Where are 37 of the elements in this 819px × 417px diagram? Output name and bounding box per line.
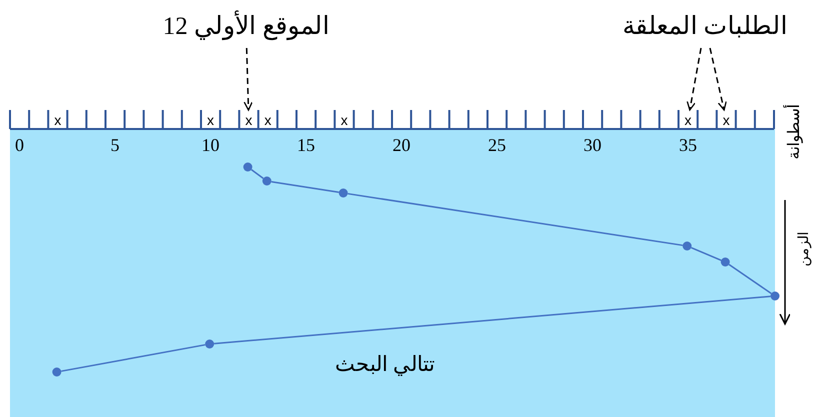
marked-cylinder: x xyxy=(258,110,278,129)
arrow xyxy=(686,48,702,111)
callout-text: الموقع الأولي 12 xyxy=(146,4,346,48)
tick-label: 25 xyxy=(487,136,508,154)
marked-cylinder: x xyxy=(201,110,220,129)
marked-cylinder: x xyxy=(716,110,736,129)
seek-point xyxy=(720,258,730,266)
marked-cylinder: x xyxy=(239,110,258,129)
seek-point xyxy=(682,242,692,250)
marked-cylinder: x xyxy=(678,110,698,129)
seek-point xyxy=(770,292,780,300)
seek-point xyxy=(52,368,62,376)
seek-path-line xyxy=(348,192,683,246)
arrow xyxy=(709,48,727,111)
seek-path-line xyxy=(690,247,722,261)
marked-cylinder: x xyxy=(48,110,68,129)
seek-path-line xyxy=(61,344,206,372)
tick-label: 10 xyxy=(200,136,221,154)
axis-label: الزمن xyxy=(798,230,812,268)
marked-cylinder: x xyxy=(334,110,354,129)
tick-label: 30 xyxy=(582,136,603,154)
seek-path-line xyxy=(250,169,264,179)
seek-path-line xyxy=(728,264,772,294)
callout-text: الطلبات المعلقة xyxy=(620,4,790,48)
seek-point xyxy=(243,162,252,172)
arrow xyxy=(244,48,253,111)
path-label: تتالي البحث xyxy=(334,354,436,375)
seek-path-line xyxy=(214,296,771,344)
tick-label: 35 xyxy=(678,136,698,154)
tick-label: 15 xyxy=(296,136,316,154)
seek-path-line xyxy=(271,180,339,194)
tick-label: 0 xyxy=(14,136,26,154)
tick-label: 20 xyxy=(392,136,412,154)
seek-point xyxy=(205,340,214,348)
seek-point xyxy=(338,188,348,198)
seek-point xyxy=(262,176,272,186)
tick-label: 5 xyxy=(110,136,121,154)
